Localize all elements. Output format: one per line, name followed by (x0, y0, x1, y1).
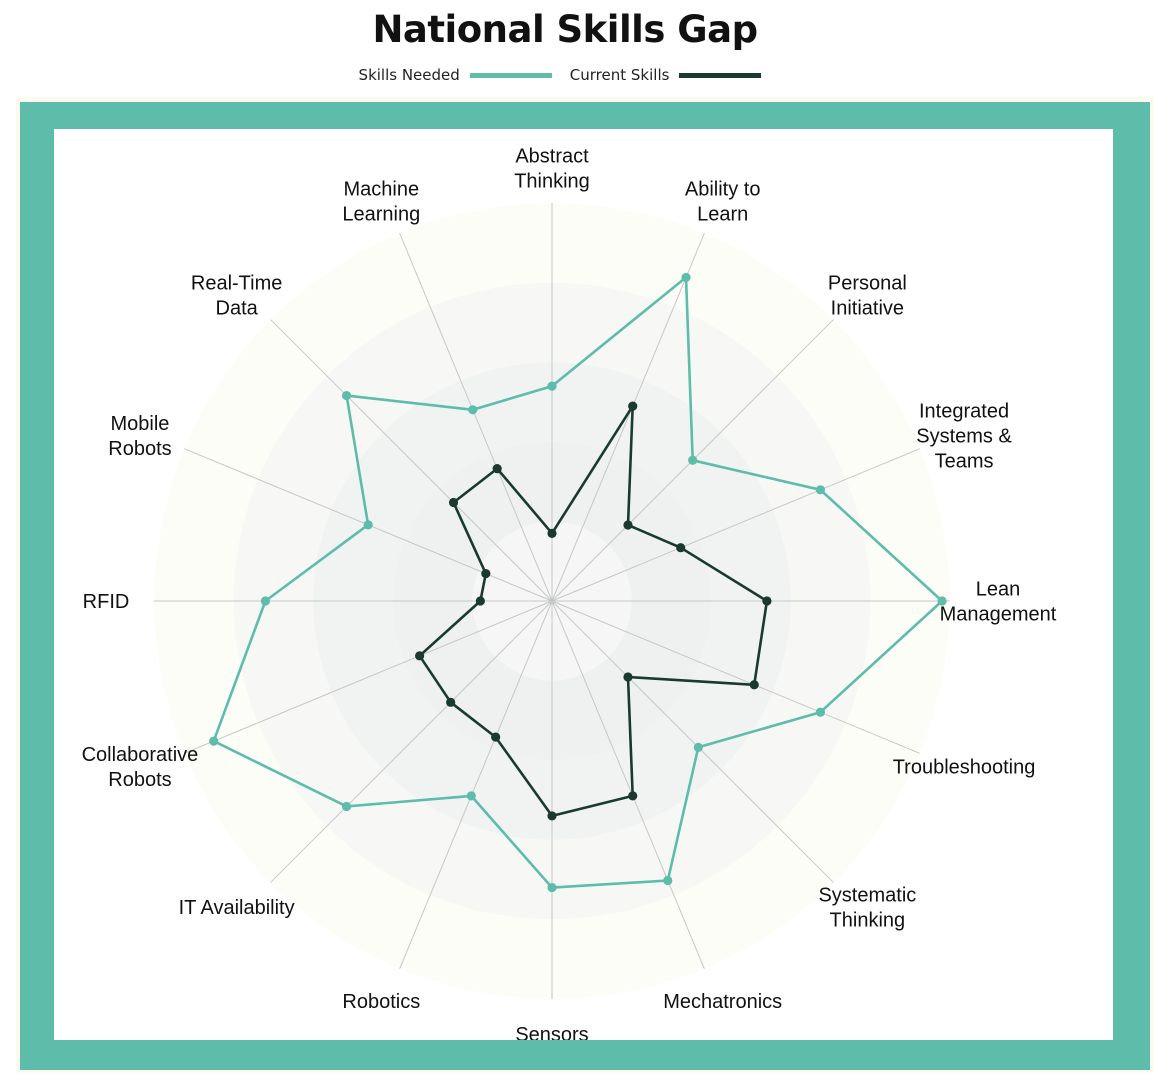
category-label-line: Systematic (818, 885, 916, 907)
data-point-skills-needed (341, 801, 352, 812)
data-point-current-skills (415, 651, 425, 661)
data-point-current-skills (446, 697, 456, 707)
category-label-line: Data (216, 297, 259, 319)
data-point-skills-needed (468, 405, 478, 415)
category-label-line: Lean (976, 579, 1021, 601)
data-point-current-skills (491, 732, 501, 742)
axis-spoke (551, 600, 705, 969)
category-label: Robotics (342, 991, 420, 1013)
category-label: RFID (83, 591, 130, 613)
category-label-line: Ability to (685, 178, 761, 200)
category-label-line: Robots (108, 438, 171, 460)
data-point-current-skills (448, 497, 459, 508)
category-label-line: Machine (344, 178, 420, 200)
data-point-current-skills (475, 596, 485, 606)
category-label-line: Learn (697, 203, 748, 225)
category-label-line: Thinking (514, 171, 590, 193)
data-point-current-skills (676, 543, 686, 553)
category-label-line: Initiative (831, 297, 904, 319)
data-point-skills-needed (681, 272, 691, 283)
axis-spoke (399, 233, 553, 602)
category-label-line: Collaborative (82, 744, 199, 766)
category-label-line: Thinking (830, 910, 906, 932)
axis-spoke (551, 600, 920, 754)
data-point-current-skills (749, 680, 759, 690)
category-label-line: Mobile (110, 413, 169, 435)
data-point-skills-needed (547, 381, 557, 391)
data-point-skills-needed (937, 596, 947, 606)
legend-swatch-current-skills (679, 72, 762, 78)
data-point-current-skills (623, 520, 633, 530)
axis-spoke (270, 600, 553, 883)
data-point-skills-needed (815, 485, 826, 495)
axis-spoke (399, 600, 553, 969)
data-point-current-skills (762, 596, 772, 606)
category-label: Troubleshooting (893, 757, 1036, 779)
data-point-skills-needed (209, 736, 219, 746)
legend-label-skills-needed: Skills Needed (358, 66, 460, 84)
data-point-current-skills (481, 568, 491, 579)
category-label-line: Teams (935, 450, 994, 472)
data-point-skills-needed (815, 707, 826, 717)
category-label-line: RFID (83, 591, 130, 613)
axis-spoke (184, 600, 553, 754)
data-point-skills-needed (363, 520, 373, 530)
category-label-line: Personal (828, 272, 907, 294)
category-label-line: Mechatronics (663, 991, 782, 1013)
category-label-line: Real-Time (191, 272, 283, 294)
axis-spoke (551, 448, 920, 602)
category-label-line: Sensors (515, 1024, 588, 1040)
data-point-skills-needed (547, 882, 557, 893)
data-point-current-skills (628, 791, 638, 801)
legend: Skills Needed Current Skills (0, 66, 1120, 84)
category-label: IT Availability (179, 897, 295, 919)
axis-spoke (551, 600, 834, 883)
category-label: Ability to Learn (685, 178, 761, 225)
category-label-line: Abstract (515, 146, 589, 168)
category-label-line: Robotics (342, 991, 420, 1013)
data-point-skills-needed (260, 596, 271, 606)
data-point-current-skills (492, 464, 502, 474)
category-label-line: Integrated (919, 400, 1009, 422)
data-point-skills-needed (466, 791, 476, 801)
category-label-line: Learning (342, 203, 420, 225)
legend-swatch-skills-needed (469, 72, 552, 78)
legend-item-skills-needed: Skills Needed (359, 66, 552, 84)
data-point-current-skills (628, 401, 638, 411)
category-label-line: IT Availability (179, 897, 295, 919)
data-point-current-skills (623, 672, 633, 682)
category-label-line: Management (940, 604, 1057, 626)
data-point-current-skills (547, 811, 557, 821)
data-point-skills-needed (341, 390, 352, 401)
category-label-line: Robots (108, 769, 171, 791)
category-label: Mechatronics (663, 991, 782, 1013)
legend-label-current-skills: Current Skills (569, 66, 670, 84)
category-label-line: Systems & (916, 425, 1012, 447)
category-label: Sensors (515, 1024, 588, 1040)
data-point-current-skills (547, 528, 557, 538)
category-label-line: Troubleshooting (893, 757, 1036, 779)
chart-title: National Skills Gap (372, 8, 758, 51)
data-point-skills-needed (663, 875, 673, 886)
axis-spoke (551, 233, 705, 602)
legend-item-current-skills: Current Skills (570, 66, 762, 84)
axis-spoke (270, 319, 553, 602)
data-point-skills-needed (693, 742, 703, 752)
data-point-skills-needed (688, 455, 698, 465)
